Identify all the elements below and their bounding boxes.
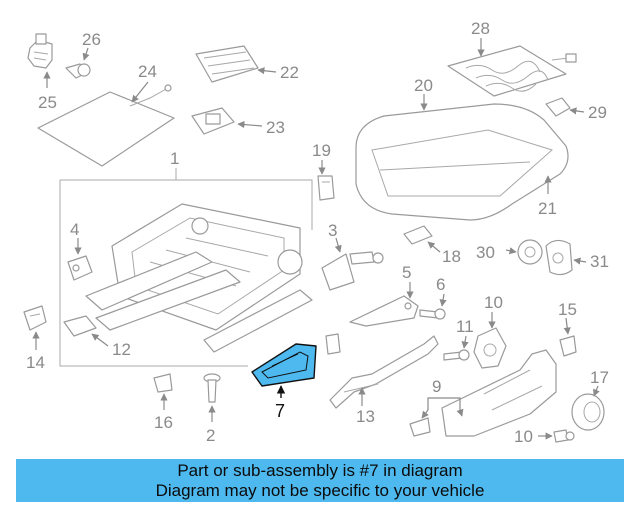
part-27-bolt[interactable] <box>65 63 91 79</box>
callout-18: 16 <box>154 413 173 432</box>
part-bracket-small[interactable] <box>325 333 341 355</box>
callout-20: 18 <box>442 247 461 266</box>
callout-23: 24 <box>138 62 157 81</box>
part-19-clip[interactable] <box>317 175 335 201</box>
callout-24: 23 <box>266 118 285 137</box>
part-20-block[interactable] <box>403 225 433 245</box>
part-1-seat-frame[interactable] <box>85 203 313 353</box>
info-banner: Part or sub-assembly is #7 in diagram Di… <box>16 459 624 502</box>
part-2-screw[interactable] <box>203 373 221 403</box>
parts-diagram: 25 26 24 22 23 28 29 <box>23 19 609 446</box>
part-18-clip[interactable] <box>153 373 173 393</box>
callout-22: 21 <box>538 199 557 218</box>
part-30-disc[interactable] <box>517 239 543 265</box>
part-17-clip[interactable] <box>23 305 47 331</box>
callout-14: 12 <box>112 340 131 359</box>
part-23-pad[interactable] <box>37 84 175 167</box>
part-9-side-shield[interactable] <box>409 349 557 437</box>
part-29-connector[interactable] <box>545 97 571 117</box>
callout-21: 20 <box>414 76 433 95</box>
part-24-bracket[interactable] <box>191 107 235 135</box>
part-14-knob[interactable] <box>63 315 97 337</box>
part-13-bolt[interactable] <box>443 349 470 361</box>
part-16-knob[interactable] <box>571 393 605 431</box>
banner-line-1: Part or sub-assembly is #7 in diagram <box>177 461 463 480</box>
part-5-bracket[interactable] <box>349 295 419 327</box>
part-21-cushion[interactable] <box>355 103 569 221</box>
part-26-clip[interactable] <box>27 33 53 69</box>
callout-27: 26 <box>82 30 101 49</box>
part-3-motor[interactable] <box>321 251 384 291</box>
part-31-disc[interactable] <box>545 239 573 276</box>
callout-29: 29 <box>588 103 607 122</box>
callout-31: 31 <box>590 252 609 271</box>
part-25-module[interactable] <box>195 45 259 83</box>
callout-5: 5 <box>402 263 411 282</box>
part-11-plate[interactable] <box>473 327 507 369</box>
callout-30: 30 <box>476 243 495 262</box>
part-7-side-trim[interactable] <box>251 343 317 387</box>
part-10-screw[interactable] <box>553 429 575 443</box>
callout-4: 4 <box>70 220 79 239</box>
callout-10-label: 10 <box>514 427 533 446</box>
callout-9: 9 <box>432 377 441 396</box>
part-4-actuator[interactable] <box>67 255 93 281</box>
banner-line-2: Diagram may not be specific to your vehi… <box>155 481 485 500</box>
callout-13: 11 <box>456 317 474 336</box>
callout-3: 3 <box>328 221 337 240</box>
part-12-link[interactable] <box>329 335 439 409</box>
callout-17: 14 <box>26 353 45 372</box>
callout-7: 7 <box>275 401 285 421</box>
part-6-bolt[interactable] <box>419 308 446 320</box>
callout-19: 19 <box>312 141 331 160</box>
callout-15: 15 <box>558 300 577 319</box>
part-15-clip[interactable] <box>559 335 577 357</box>
part-28-heater[interactable] <box>447 45 577 97</box>
part-1-frame-box <box>59 168 313 367</box>
callout-28: 28 <box>471 19 490 38</box>
callout-25: 22 <box>280 63 299 82</box>
callout-11: 10 <box>484 293 503 312</box>
callout-26: 25 <box>38 93 57 112</box>
callout-6: 6 <box>436 275 445 294</box>
callout-16: 17 <box>590 368 609 387</box>
callout-12: 13 <box>356 407 375 426</box>
callout-2: 2 <box>206 426 215 445</box>
callout-1: 1 <box>170 149 179 168</box>
